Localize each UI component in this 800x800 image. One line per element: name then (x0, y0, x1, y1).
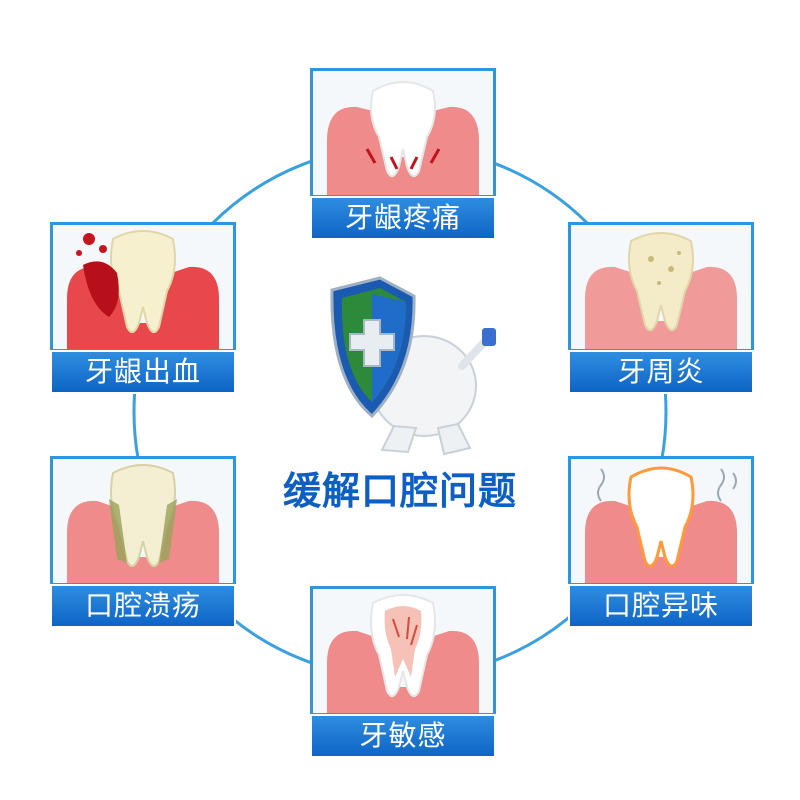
frame-periodontitis (568, 222, 754, 352)
label-gum-bleeding: 牙龈出血 (50, 350, 236, 394)
frame-sensitivity (310, 586, 496, 716)
label-bad-breath: 口腔异味 (568, 584, 754, 628)
tooth-bad-breath-icon (571, 459, 751, 583)
card-periodontitis: 牙周炎 (568, 222, 754, 394)
card-gum-pain: 牙龈疼痛 (310, 68, 496, 240)
label-periodontitis: 牙周炎 (568, 350, 754, 394)
frame-gum-bleeding (50, 222, 236, 352)
tooth-shield-mascot-icon (330, 276, 496, 456)
headline: 缓解口腔问题 (282, 469, 517, 513)
frame-mouth-ulcer (50, 456, 236, 586)
frame-bad-breath (568, 456, 754, 586)
card-gum-bleeding: 牙龈出血 (50, 222, 236, 394)
label-mouth-ulcer: 口腔溃疡 (50, 584, 236, 628)
card-sensitivity: 牙敏感 (310, 586, 496, 758)
card-mouth-ulcer: 口腔溃疡 (50, 456, 236, 628)
label-gum-pain: 牙龈疼痛 (310, 196, 496, 240)
tooth-gum-bleeding-icon (53, 225, 233, 349)
card-bad-breath: 口腔异味 (568, 456, 754, 628)
frame-gum-pain (310, 68, 496, 198)
tooth-periodontitis-icon (571, 225, 751, 349)
tooth-sensitivity-icon (313, 589, 493, 713)
label-sensitivity: 牙敏感 (310, 714, 496, 758)
tooth-mouth-ulcer-icon (53, 459, 233, 583)
tooth-gum-pain-icon (313, 71, 493, 195)
